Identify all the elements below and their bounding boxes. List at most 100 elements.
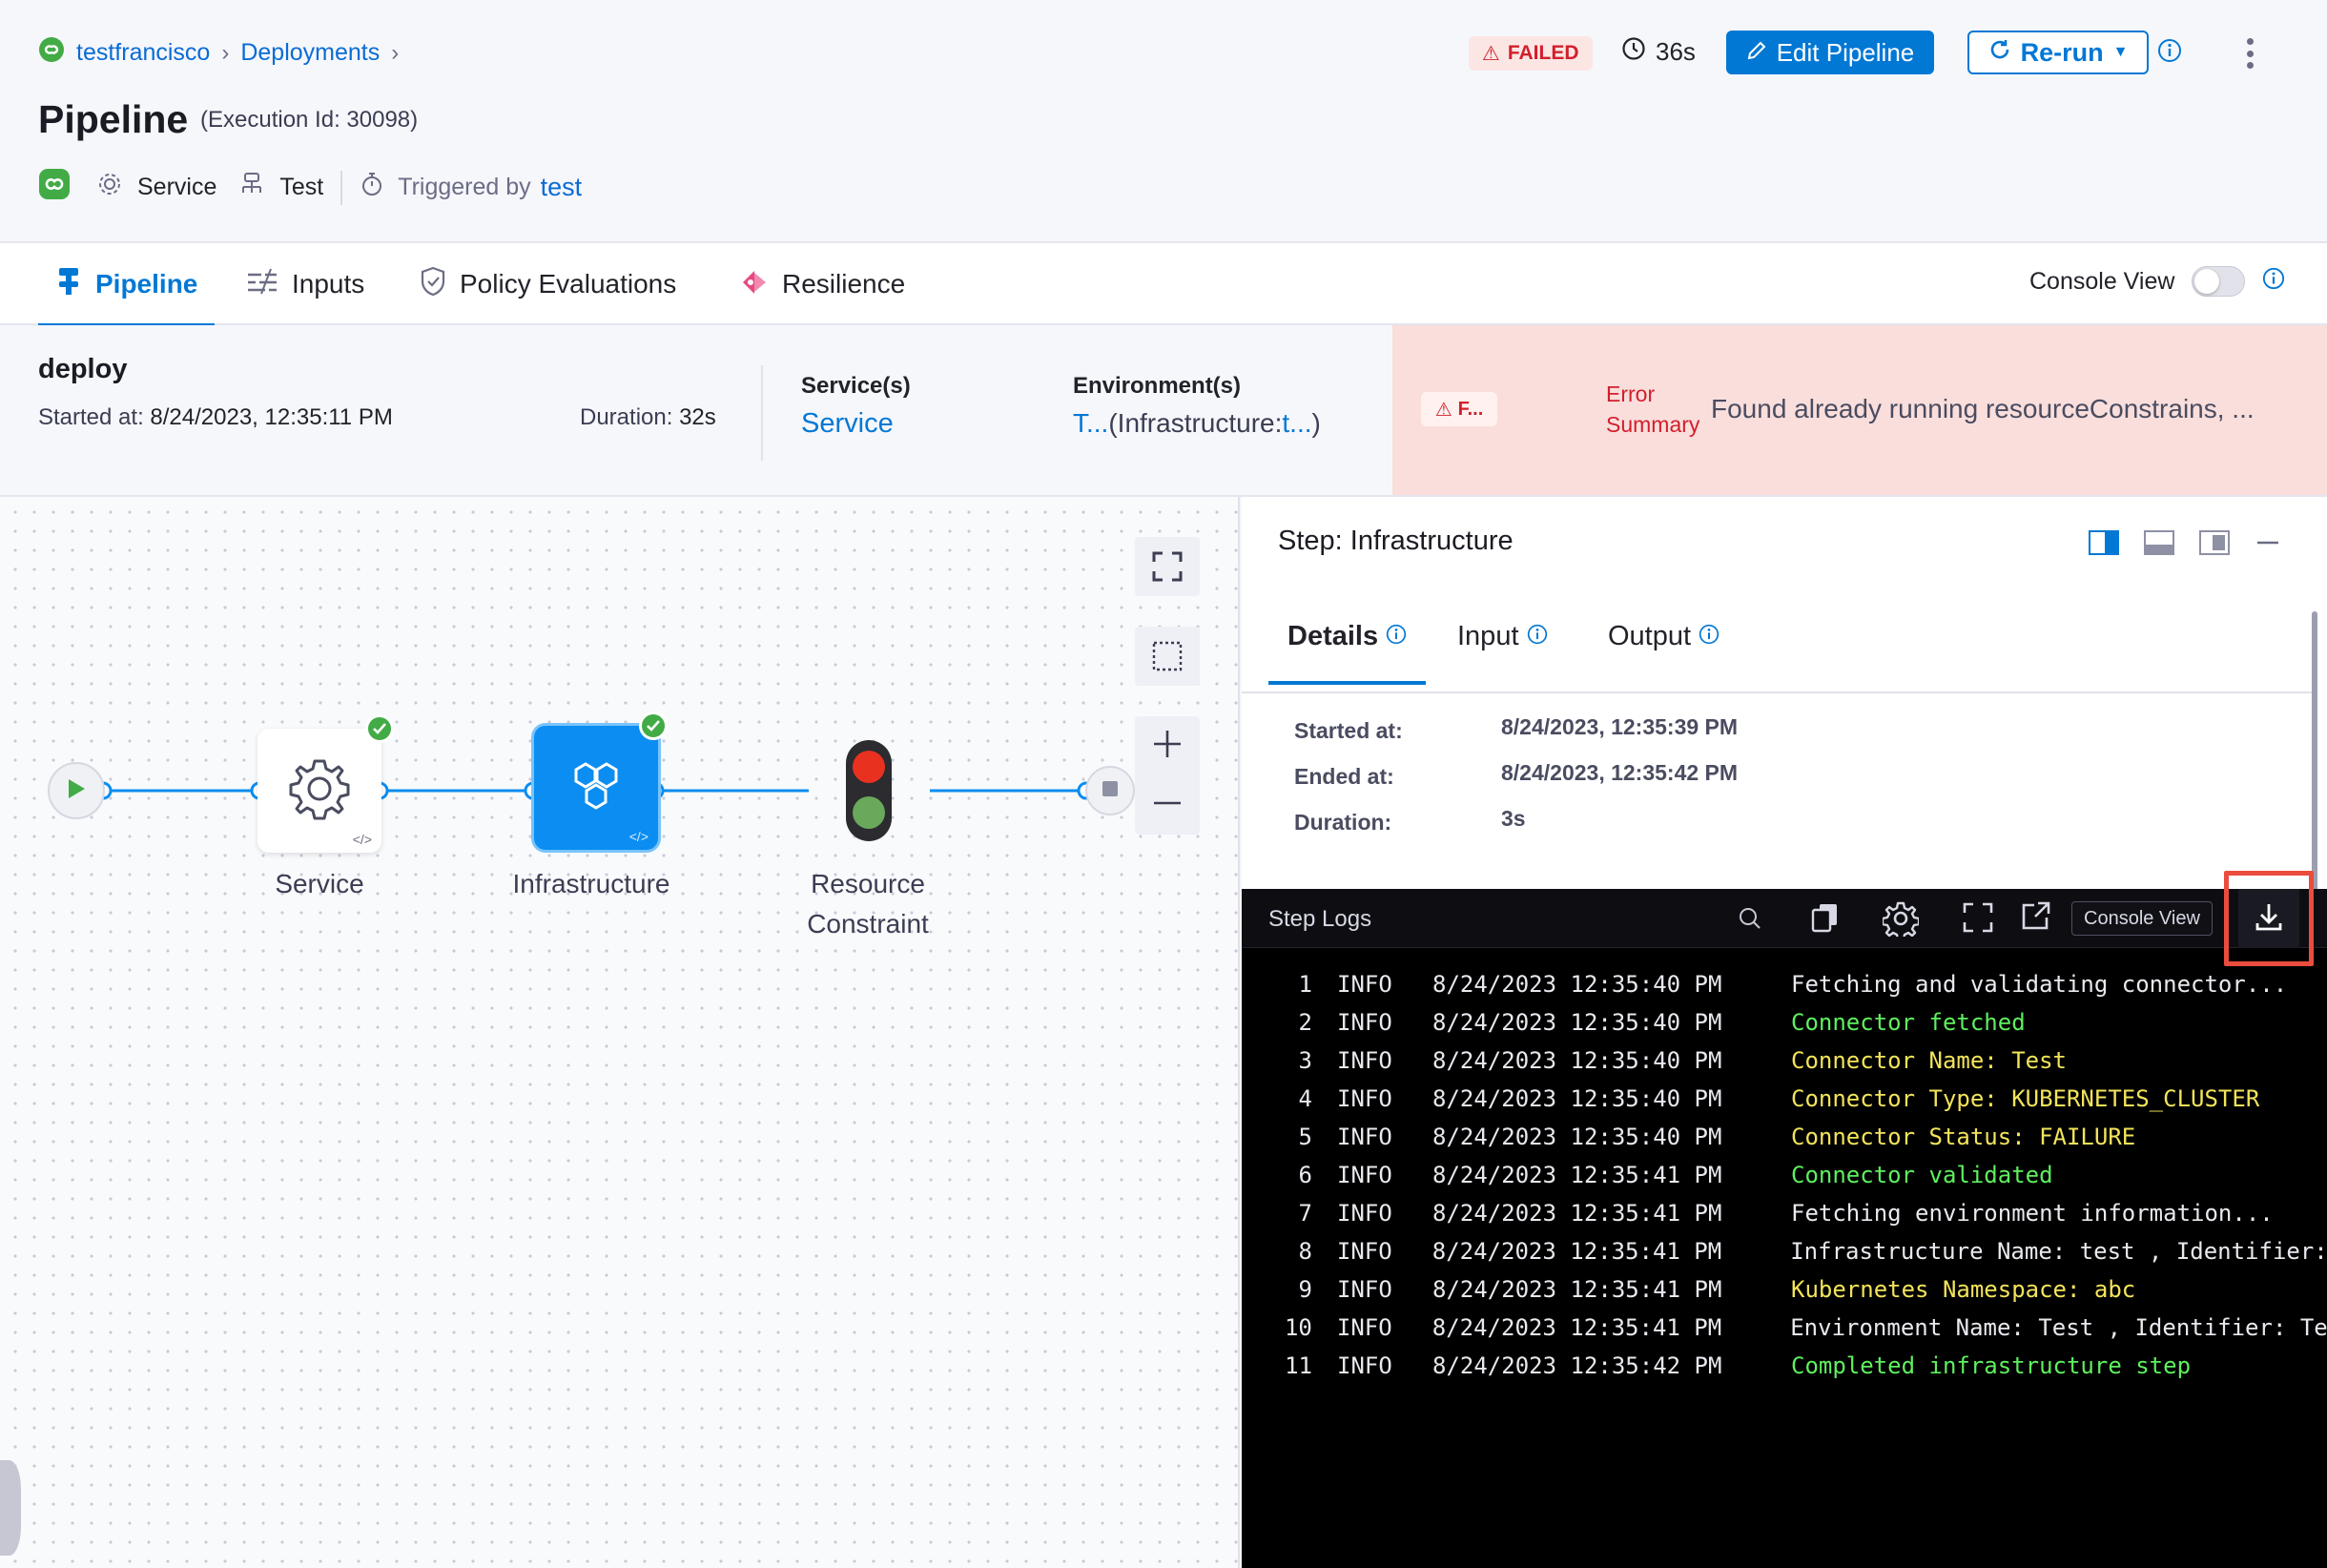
log-message: Environment Name: Test , Identifier: Te bbox=[1790, 1314, 2327, 1341]
end-node bbox=[1085, 766, 1135, 815]
minimize-icon[interactable] bbox=[2255, 530, 2281, 560]
ended-at-label: Ended at: bbox=[1294, 764, 1394, 789]
tab-pipeline-label: Pipeline bbox=[95, 269, 198, 299]
env-infra-suffix: ) bbox=[1311, 408, 1321, 438]
chevron-right-icon: › bbox=[221, 39, 230, 66]
select-area-icon[interactable] bbox=[1135, 627, 1200, 686]
error-badge-text: F... bbox=[1457, 398, 1484, 420]
tab-details[interactable]: Details bbox=[1267, 621, 1427, 685]
infrastructure-step-node[interactable]: </> bbox=[534, 726, 658, 850]
chaos-icon bbox=[740, 267, 769, 302]
log-line-number: 3 bbox=[1298, 1047, 1312, 1074]
environment-link[interactable]: T... bbox=[1073, 408, 1109, 438]
warning-icon: ⚠ bbox=[1434, 399, 1452, 421]
play-icon bbox=[66, 777, 87, 805]
tab-pipeline[interactable]: Pipeline bbox=[38, 243, 216, 327]
log-level: INFO bbox=[1336, 1314, 1392, 1341]
layout-float-icon[interactable] bbox=[2199, 530, 2230, 560]
services-link[interactable]: Service bbox=[801, 408, 894, 439]
error-status-badge: ⚠ F... bbox=[1421, 392, 1497, 426]
info-icon[interactable] bbox=[2157, 38, 2182, 68]
copy-icon[interactable] bbox=[1808, 900, 1843, 935]
infrastructure-link[interactable]: t... bbox=[1282, 408, 1312, 438]
log-timestamp: 8/24/2023 12:35:40 PM bbox=[1432, 1009, 1722, 1036]
breadcrumb: testfrancisco › Deployments › bbox=[38, 36, 399, 70]
tab-resilience-label: Resilience bbox=[782, 269, 906, 299]
pipeline-graph-links bbox=[67, 781, 1096, 800]
service-step-node[interactable]: </> bbox=[257, 729, 381, 853]
env-infra-prefix: (Infrastructure: bbox=[1108, 408, 1283, 438]
meta-trigger: Triggered by test bbox=[360, 170, 582, 205]
info-icon bbox=[1527, 621, 1548, 652]
step-tabs: Details Input Output bbox=[1242, 583, 2312, 693]
logs-console-view-button[interactable]: Console View bbox=[2071, 901, 2213, 936]
duration-label: Duration: bbox=[1294, 810, 1392, 835]
log-message: Connector Type: KUBERNETES_CLUSTER bbox=[1791, 1085, 2260, 1112]
step-logs-toolbar: Step Logs Console View bbox=[1242, 871, 2327, 966]
success-check-icon bbox=[639, 712, 668, 740]
canvas-toolbar bbox=[1135, 537, 1200, 835]
project-logo-icon bbox=[38, 36, 65, 70]
info-icon bbox=[1386, 621, 1407, 652]
tab-input[interactable]: Input bbox=[1457, 621, 1548, 652]
search-icon[interactable] bbox=[1738, 906, 1762, 931]
stage-duration-label: Duration: bbox=[580, 404, 673, 430]
status-badge: ⚠ FAILED bbox=[1469, 36, 1593, 71]
infrastructure-node-label: Infrastructure bbox=[512, 869, 670, 898]
edit-pipeline-button[interactable]: Edit Pipeline bbox=[1726, 31, 1934, 74]
download-icon bbox=[2253, 900, 2285, 938]
log-line-number: 11 bbox=[1285, 1352, 1312, 1379]
tab-resilience[interactable]: Resilience bbox=[740, 243, 905, 325]
inputs-icon bbox=[246, 267, 278, 302]
info-icon[interactable] bbox=[2262, 267, 2285, 297]
download-logs-button[interactable] bbox=[2238, 889, 2299, 948]
log-line-number: 5 bbox=[1298, 1124, 1312, 1150]
panel-layout-controls bbox=[2089, 530, 2281, 560]
log-message: Fetching and validating connector... bbox=[1791, 971, 2288, 998]
log-level: INFO bbox=[1337, 971, 1392, 998]
expand-icon[interactable] bbox=[1961, 900, 1995, 935]
breadcrumb-project-link[interactable]: testfrancisco bbox=[76, 39, 211, 66]
ended-at-value: 8/24/2023, 12:35:42 PM bbox=[1501, 760, 1739, 785]
tab-inputs[interactable]: Inputs bbox=[246, 243, 364, 325]
triggered-by-user[interactable]: test bbox=[540, 173, 583, 201]
breadcrumb-deployments-link[interactable]: Deployments bbox=[240, 39, 381, 66]
log-message: Connector validated bbox=[1791, 1162, 2053, 1188]
zoom-out-icon[interactable] bbox=[1151, 787, 1184, 824]
environments-label: Environment(s) bbox=[1073, 373, 1242, 399]
resource-constraint-node[interactable] bbox=[844, 738, 894, 843]
console-view-toggle[interactable]: Console View bbox=[2029, 266, 2285, 297]
open-new-tab-icon[interactable] bbox=[2019, 900, 2051, 933]
layout-bottom-icon[interactable] bbox=[2144, 530, 2174, 560]
pipeline-canvas[interactable]: </> Service </> Infrastructure Resource … bbox=[0, 497, 1240, 1568]
tab-policy-evaluations[interactable]: Policy Evaluations bbox=[420, 243, 676, 325]
stage-started-value: 8/24/2023, 12:35:11 PM bbox=[150, 404, 393, 430]
more-options-icon[interactable] bbox=[2235, 34, 2264, 72]
success-check-icon bbox=[365, 714, 394, 743]
service-node-label: Service bbox=[275, 869, 364, 898]
console-view-switch[interactable] bbox=[2192, 266, 2246, 297]
tab-output[interactable]: Output bbox=[1608, 621, 1720, 652]
side-panel-handle[interactable] bbox=[0, 1460, 21, 1556]
started-at-label: Started at: bbox=[1294, 718, 1403, 743]
log-line-number: 6 bbox=[1298, 1162, 1312, 1188]
execution-tabs: Pipeline Inputs Policy Evaluations Resil… bbox=[0, 241, 2327, 327]
rerun-button[interactable]: Re-run ▼ bbox=[1967, 31, 2149, 74]
execution-duration: 36s bbox=[1621, 36, 1696, 68]
info-icon bbox=[1699, 621, 1720, 652]
layout-right-icon[interactable] bbox=[2089, 530, 2119, 560]
error-message[interactable]: Found already running resourceConstrains… bbox=[1711, 394, 2255, 423]
started-at-value: 8/24/2023, 12:35:39 PM bbox=[1501, 714, 1739, 739]
fit-to-screen-icon[interactable] bbox=[1135, 537, 1200, 596]
execution-meta: Service Test Triggered by test bbox=[38, 168, 582, 207]
stage-summary: deploy Started at: 8/24/2023, 12:35:11 P… bbox=[0, 325, 2327, 497]
zoom-in-icon[interactable] bbox=[1151, 728, 1184, 765]
start-node bbox=[48, 762, 105, 819]
settings-gear-icon[interactable] bbox=[1883, 900, 1919, 937]
refresh-icon bbox=[1988, 38, 2011, 68]
stop-icon bbox=[1102, 780, 1119, 802]
tab-inputs-label: Inputs bbox=[292, 269, 365, 299]
log-timestamp: 8/24/2023 12:35:40 PM bbox=[1432, 1124, 1722, 1150]
